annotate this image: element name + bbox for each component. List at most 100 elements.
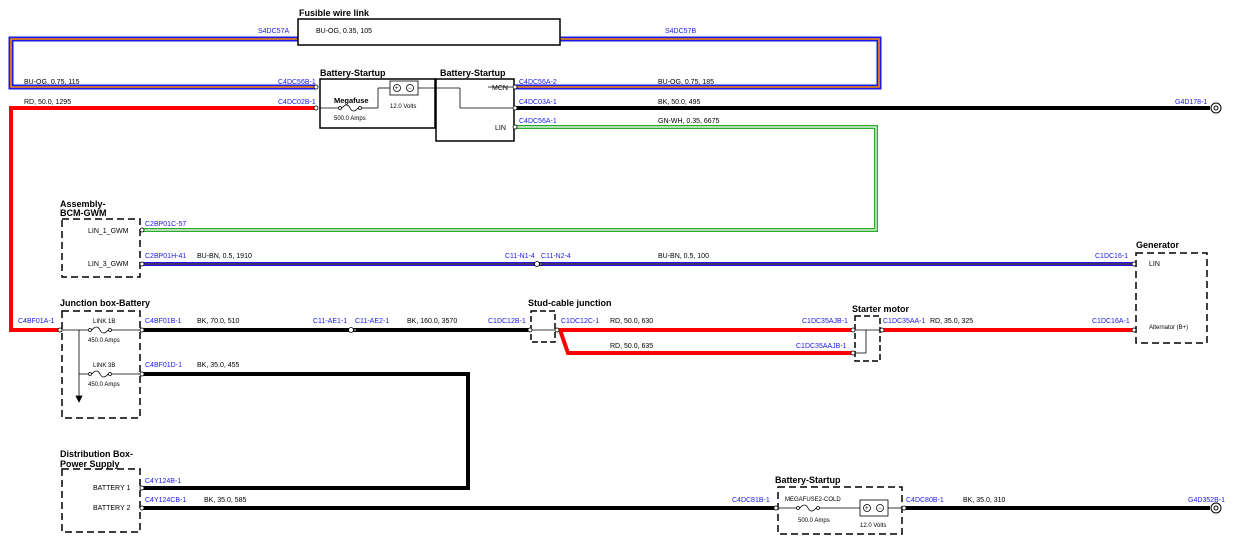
wire-label-bk-585: BK, 35.0, 585	[204, 497, 247, 504]
link3b-label: LINK 3B	[93, 363, 115, 369]
junction-box-battery	[61, 310, 141, 419]
starter-motor-box	[854, 315, 881, 362]
wire-label-bk-510: BK, 70.0, 510	[197, 318, 240, 325]
pin-lin: LIN	[495, 125, 506, 132]
conn-c1dc35ajb1: C1DC35AJB-1	[802, 318, 848, 325]
assembly-title-2: BCM-GWM	[60, 208, 107, 218]
ground-icon-g4d178	[1210, 102, 1222, 114]
generator-box	[1135, 252, 1208, 344]
conn-g4d352b1: G4D352B-1	[1188, 497, 1225, 504]
wire-labels: BU-OG, 0.75, 115 BU-OG, 0.75, 185 RD, 50…	[24, 79, 1006, 504]
megafuse2-label: MEGAFUSE2-COLD	[785, 497, 841, 503]
junction-box-internal	[62, 326, 140, 403]
inline-connector-c11-n1	[534, 261, 543, 267]
conn-c4dc56a1: C4DC56A-1	[519, 118, 557, 125]
fusible-link-box	[297, 18, 561, 46]
megafuse2-rating: 500.0 Amps	[798, 518, 830, 524]
pin-mcn: MCN	[492, 85, 508, 92]
wire-label-bk-3570: BK, 160.0, 3570	[407, 318, 457, 325]
wire-label-rd-630: RD, 50.0, 630	[610, 318, 653, 325]
wire-rd-1295	[9, 106, 316, 332]
conn-c11ae11: C11-AE1-1	[313, 318, 347, 325]
conn-s4dc57b: S4DC57B	[665, 28, 696, 35]
conn-c4y124cb1: C4Y124CB-1	[145, 497, 186, 504]
pin-battery1: BATTERY 1	[93, 485, 130, 492]
inline-connector-c11-ae1	[348, 327, 357, 333]
wire-label-bubn-100: BU-BN, 0.5, 100	[658, 253, 709, 260]
battery-startup-title-1: Battery-Startup	[320, 68, 386, 78]
wire-label-bk-310: BK, 35.0, 310	[963, 497, 1006, 504]
megafuse2-symbol	[778, 499, 902, 517]
megafuse-rating: 500.0 Amps	[334, 116, 366, 122]
fusible-title: Fusible wire link	[299, 8, 370, 18]
wire-label-buog-185: BU-OG, 0.75, 185	[658, 79, 714, 86]
wire-gn-wh	[142, 125, 878, 232]
battery-startup-box-2	[435, 78, 515, 142]
starter-internal	[855, 329, 880, 354]
conn-c4y124b1: C4Y124B-1	[145, 478, 181, 485]
wire-label-bk-495: BK, 50.0, 495	[658, 99, 701, 106]
pin-battery2: BATTERY 2	[93, 505, 130, 512]
assembly-title-1: Assembly-	[60, 199, 106, 209]
wire-label-bk-455: BK, 35.0, 455	[197, 362, 240, 369]
conn-c11n14: C11-N1-4	[505, 253, 535, 260]
conn-s4dc57a: S4DC57A	[258, 28, 289, 35]
pin-alternator: Alternator (B+)	[1149, 325, 1188, 331]
conn-c4dc03a1: C4DC03A-1	[519, 99, 557, 106]
link1b-rating: 450.0 Amps	[88, 338, 120, 344]
wire-label-bubn-1910: BU-BN, 0.5, 1910	[197, 253, 252, 260]
conn-c2bp01c57: C2BP01C-57	[145, 221, 186, 228]
conn-c4dc81b1: C4DC81B-1	[732, 497, 770, 504]
wire-label-fusible: BU-OG, 0.35, 105	[316, 28, 372, 35]
terminal-circles	[57, 84, 1137, 511]
battery-startup-title-2: Battery-Startup	[440, 68, 506, 78]
conn-c4dc80b1: C4DC80B-1	[906, 497, 944, 504]
conn-c2bp01h41: C2BP01H-41	[145, 253, 186, 260]
starter-title: Starter motor	[852, 304, 910, 314]
minus-icon: −	[408, 86, 412, 92]
conn-g4d178: G4D178-1	[1175, 99, 1207, 106]
conn-c4dc02b1: C4DC02B-1	[278, 99, 316, 106]
megafuse-symbol	[320, 80, 435, 112]
assembly-bcm-gwm-box	[61, 218, 141, 278]
link3b-rating: 450.0 Amps	[88, 382, 120, 388]
wire-label-rd-325: RD, 35.0, 325	[930, 318, 973, 325]
pin-lin3-gwm: LIN_3_GWM	[88, 261, 129, 268]
battery-startup-box-3	[777, 486, 903, 535]
conn-c1dc12b1: C1DC12B-1	[488, 318, 526, 325]
battery-startup-internal	[436, 86, 514, 109]
junction-box-title: Junction box-Battery	[60, 298, 150, 308]
conn-c11n24: C11-N2-4	[541, 253, 571, 260]
ground-icon-g4d352b	[1210, 502, 1222, 514]
volts-label-1: 12.0 Volts	[390, 104, 416, 110]
wire-bk-455	[142, 372, 470, 490]
connector-labels: S4DC57A S4DC57B C4DC56B-1 C4DC02B-1 C4DC…	[18, 28, 1225, 504]
conn-c1dc161: C1DC16-1	[1095, 253, 1128, 260]
wire-label-rd-1295: RD, 50.0, 1295	[24, 99, 71, 106]
pin-lin1-gwm: LIN_1_GWM	[88, 228, 129, 235]
stud-cable-title: Stud-cable junction	[528, 298, 612, 308]
pin-gen-lin: LIN	[1149, 261, 1160, 268]
battery-startup-title-3: Battery-Startup	[775, 475, 841, 485]
battery-startup-box-1	[319, 78, 436, 129]
conn-c1dc16a1: C1DC16A-1	[1092, 318, 1130, 325]
minus-icon-2: −	[878, 506, 882, 512]
conn-c1dc35aajb1: C1DC35AAJB-1	[796, 343, 847, 350]
wire-label-gnwh-6675: GN-WH, 0.35, 6675	[658, 118, 720, 125]
wire-label-rd-635: RD, 50.0, 635	[610, 343, 653, 350]
stud-cable-junction-box	[530, 310, 556, 343]
conn-c4dc56a2: C4DC56A-2	[519, 79, 557, 86]
megafuse-label: Megafuse	[334, 96, 369, 105]
link1b-label: LINK 1B	[93, 319, 115, 325]
plus-icon: +	[395, 86, 399, 92]
distribution-box	[61, 468, 141, 533]
distribution-title-1: Distribution Box-	[60, 449, 133, 459]
conn-c1dc12c1: C1DC12C-1	[561, 318, 599, 325]
wire-rd-635	[558, 329, 853, 355]
generator-title: Generator	[1136, 240, 1180, 250]
conn-c11ae21: C11-AE2-1	[355, 318, 389, 325]
plus-icon-2: +	[865, 506, 869, 512]
conn-c1dc35aa1: C1DC35AA-1	[883, 318, 926, 325]
conn-c4bf01a1: C4BF01A-1	[18, 318, 55, 325]
